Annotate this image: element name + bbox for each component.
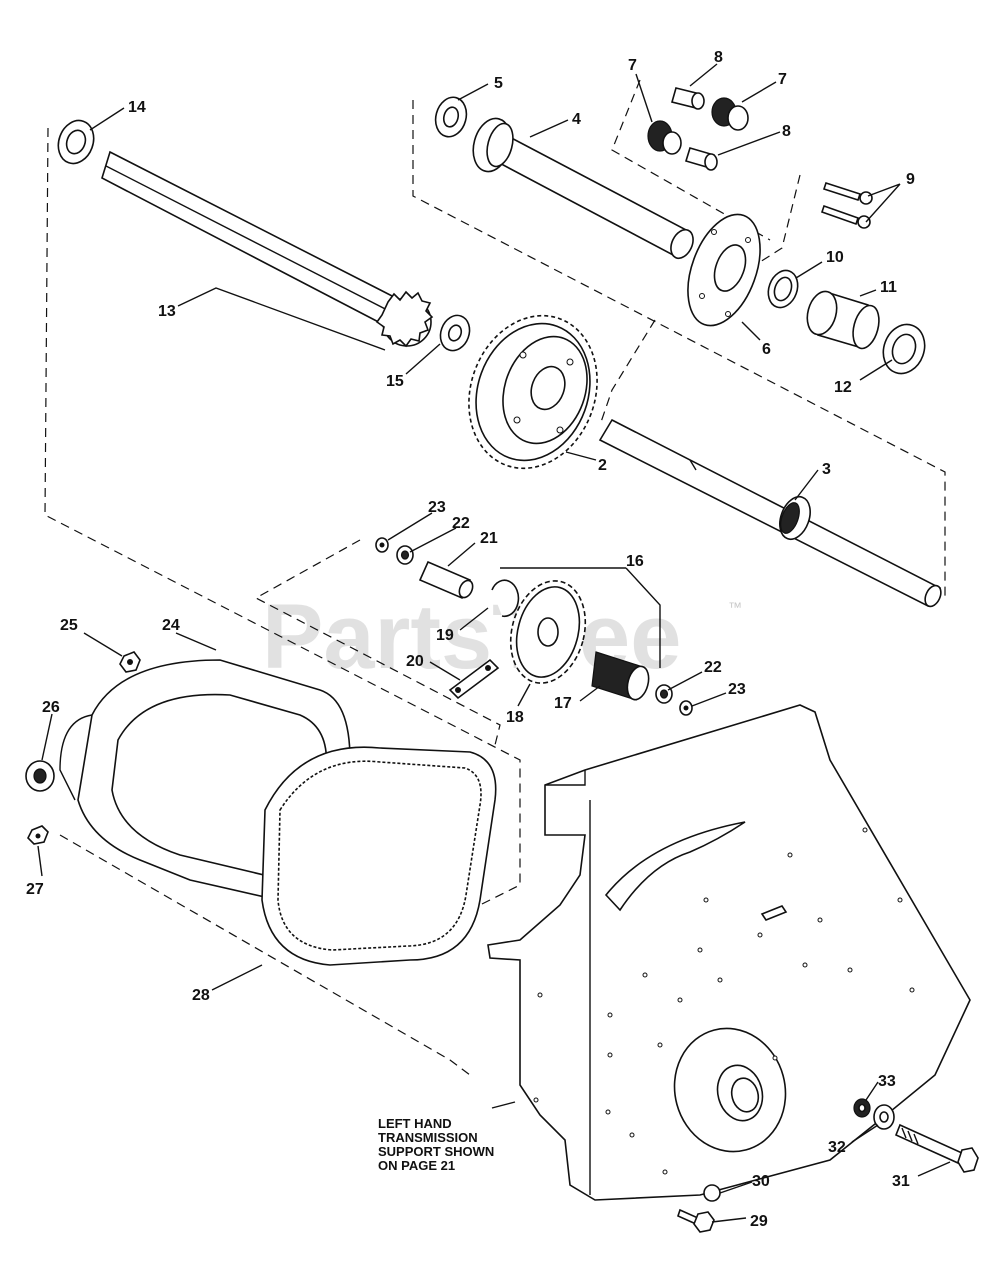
callout-27[interactable]: 27: [26, 881, 44, 898]
callout-2[interactable]: 2: [598, 457, 607, 474]
part-2-large-gear[interactable]: [448, 297, 618, 486]
callout-8-top[interactable]: 8: [714, 49, 723, 66]
callout-28[interactable]: 28: [192, 987, 210, 1004]
assembly-line-6: [599, 319, 656, 426]
part-20-chain-link[interactable]: [448, 658, 500, 700]
part-15-washer[interactable]: [436, 311, 475, 354]
part-31-bolt[interactable]: [894, 1123, 979, 1173]
callout-17[interactable]: 17: [554, 695, 572, 712]
callout-30[interactable]: 30: [752, 1173, 770, 1190]
part-6-flange[interactable]: [674, 205, 774, 336]
part-18-sprocket[interactable]: [500, 572, 596, 691]
part-11-bearing[interactable]: [803, 288, 884, 351]
callout-14[interactable]: 14: [128, 99, 146, 116]
note-line-4: ON PAGE 21: [378, 1158, 455, 1173]
callout-3[interactable]: 3: [822, 461, 831, 478]
support-note: LEFT HAND TRANSMISSION SUPPORT SHOWN ON …: [378, 1116, 494, 1173]
callout-12[interactable]: 12: [834, 379, 852, 396]
part-21-pin[interactable]: [418, 560, 475, 600]
leader-lines: [37, 63, 951, 1223]
assembly-line-9: [759, 174, 801, 263]
callout-7-right[interactable]: 7: [778, 71, 787, 88]
part-7-pinion-lower[interactable]: [647, 120, 682, 155]
part-23-clip-right[interactable]: [679, 700, 693, 716]
part-33-lock-washer[interactable]: [853, 1098, 871, 1118]
part-19-snap-ring[interactable]: [491, 579, 520, 618]
callout-10[interactable]: 10: [826, 249, 844, 266]
callout-5[interactable]: 5: [494, 75, 503, 92]
part-25-nut[interactable]: [119, 651, 141, 673]
assembly-line-4: [412, 100, 946, 596]
transmission-support-housing: [487, 704, 971, 1201]
part-5-seal[interactable]: [431, 94, 470, 140]
callout-labels: 14 5 4 7 8 7 8 9 10 11 6 12 13 15 2 3 23…: [26, 49, 915, 1230]
part-32-washer[interactable]: [873, 1104, 895, 1130]
part-28-gasket[interactable]: [261, 746, 497, 966]
assembly-line-16: [254, 539, 501, 746]
part-4-hollow-shaft[interactable]: [468, 114, 698, 262]
assembly-line-13-14: [44, 127, 521, 931]
assembly-line-7-8: [611, 79, 771, 241]
callout-13[interactable]: 13: [158, 303, 176, 320]
callout-22-left[interactable]: 22: [452, 515, 470, 532]
part-13-shaft[interactable]: [101, 150, 434, 348]
part-17-pinion[interactable]: [591, 651, 652, 702]
part-30-washer[interactable]: [703, 1184, 721, 1202]
callout-11[interactable]: 11: [880, 279, 897, 296]
callout-16[interactable]: 16: [626, 553, 644, 570]
note-line-1: LEFT HAND: [378, 1116, 452, 1131]
part-23-clip-left[interactable]: [375, 537, 389, 553]
callout-7-left[interactable]: 7: [628, 57, 637, 74]
part-14-seal[interactable]: [53, 116, 100, 169]
part-8-bushing-upper[interactable]: [671, 87, 705, 110]
part-26-plug[interactable]: [25, 760, 55, 792]
callout-6[interactable]: 6: [762, 341, 771, 358]
part-3-main-shaft[interactable]: [598, 418, 944, 609]
callout-20[interactable]: 20: [406, 653, 424, 670]
callout-9[interactable]: 9: [906, 171, 915, 188]
callout-25[interactable]: 25: [60, 617, 78, 634]
callout-22-right[interactable]: 22: [704, 659, 722, 676]
watermark-trademark: ™: [728, 599, 742, 615]
part-29-bolt[interactable]: [677, 1208, 715, 1233]
callout-23-right[interactable]: 23: [728, 681, 746, 698]
part-22-washer-left[interactable]: [396, 545, 414, 565]
callout-21[interactable]: 21: [480, 530, 498, 547]
part-27-bolt[interactable]: [27, 825, 49, 845]
assembly-line-24-27: [59, 834, 471, 1076]
part-12-seal[interactable]: [877, 319, 932, 380]
note-line-3: SUPPORT SHOWN: [378, 1144, 494, 1159]
part-7-pinion-upper[interactable]: [711, 97, 749, 131]
part-8-bushing-lower[interactable]: [684, 147, 718, 171]
part-22-washer-right[interactable]: [655, 684, 673, 704]
callout-31[interactable]: 31: [892, 1173, 910, 1190]
part-9-bolts[interactable]: [820, 181, 873, 229]
callout-32[interactable]: 32: [828, 1139, 846, 1156]
callout-19[interactable]: 19: [436, 627, 454, 644]
callout-26[interactable]: 26: [42, 699, 60, 716]
callout-33[interactable]: 33: [878, 1073, 896, 1090]
callout-24[interactable]: 24: [162, 617, 180, 634]
callout-18[interactable]: 18: [506, 709, 524, 726]
part-10-washer[interactable]: [763, 266, 802, 311]
callout-23-left[interactable]: 23: [428, 499, 446, 516]
callout-8-mid[interactable]: 8: [782, 123, 791, 140]
callout-29[interactable]: 29: [750, 1213, 768, 1230]
callout-4[interactable]: 4: [572, 111, 581, 128]
note-line-2: TRANSMISSION: [378, 1130, 478, 1145]
callout-15[interactable]: 15: [386, 373, 404, 390]
